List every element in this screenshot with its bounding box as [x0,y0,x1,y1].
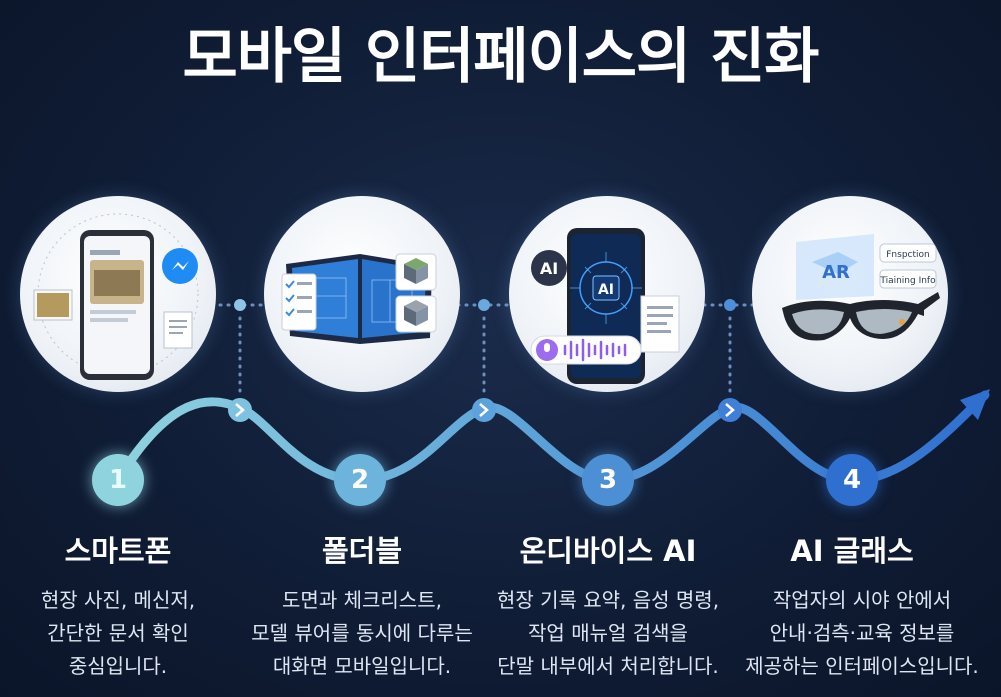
step-heading-3: 온디바이스 AI [519,534,697,568]
description-line: 단말 내부에서 처리합니다. [497,654,719,678]
document-icon [163,311,193,349]
step-badge-3: 3 [582,454,634,506]
step-heading-1: 스마트폰 [64,534,172,568]
step-description-4: 작업자의 시야 안에서 안내·검측·교육 정보를 제공하는 인터페이스입니다. [737,584,987,683]
step-badge-1: 1 [92,454,144,506]
description-line: 도면과 체크리스트, [282,588,442,612]
smartphone-icon [80,230,154,380]
step-description-2: 도면과 체크리스트, 모델 뷰어를 동시에 다루는 대화면 모바일입니다. [237,584,487,683]
chevron-node-2 [472,398,496,422]
step-heading-2: 폴더블 [321,534,403,568]
microphone-icon [530,335,642,365]
description-line: 현장 사진, 메신저, [40,588,196,612]
step-badge-2: 2 [334,454,386,506]
overlay-label-training: Tiaining Info [879,276,936,286]
step-badge-4: 4 [826,454,878,506]
description-line: 간단한 문서 확인 [47,621,189,645]
ai-glasses-illustration: AR Fnspction Tiaining Info [752,196,948,392]
step-description-3: 현장 기록 요약, 음성 명령, 작업 매뉴얼 검색을 단말 내부에서 처리합니… [483,584,733,683]
description-line: 안내·검측·교육 정보를 [769,621,955,645]
step-heading-4: AI 글래스 [790,534,914,568]
description-line: 작업자의 시야 안에서 [772,588,952,612]
description-line: 모델 뷰어를 동시에 다루는 [251,621,473,645]
ar-label: AR [822,262,850,283]
document-icon [640,295,680,353]
on-device-ai-illustration: AI AI [509,196,705,392]
messenger-icon [162,248,198,284]
chevron-node-1 [228,398,252,422]
description-line: 대화면 모바일입니다. [272,654,452,678]
description-line: 중심입니다. [68,654,168,678]
smartphone-illustration [20,196,216,392]
3d-model-icon [395,253,437,333]
ai-icon [531,250,567,286]
chevron-node-3 [718,398,742,422]
description-line: 현장 기록 요약, 음성 명령, [496,588,720,612]
description-line: 작업 매뉴얼 검색을 [528,621,688,645]
photo-icon [33,289,73,321]
foldable-illustration [264,196,460,392]
step-description-1: 현장 사진, 메신저, 간단한 문서 확인 중심입니다. [0,584,243,683]
description-line: 제공하는 인터페이스입니다. [745,654,979,678]
ar-icon [796,234,874,300]
ai-badge-label: AI [540,259,558,278]
checklist-icon [281,273,317,331]
arrow-head-icon [960,389,990,420]
ai-chip-label: AI [598,282,614,298]
smart-glasses-icon [782,292,940,341]
page-title: 모바일 인터페이스의 진화 [182,22,820,92]
overlay-label-inspection: Fnspction [886,250,929,260]
